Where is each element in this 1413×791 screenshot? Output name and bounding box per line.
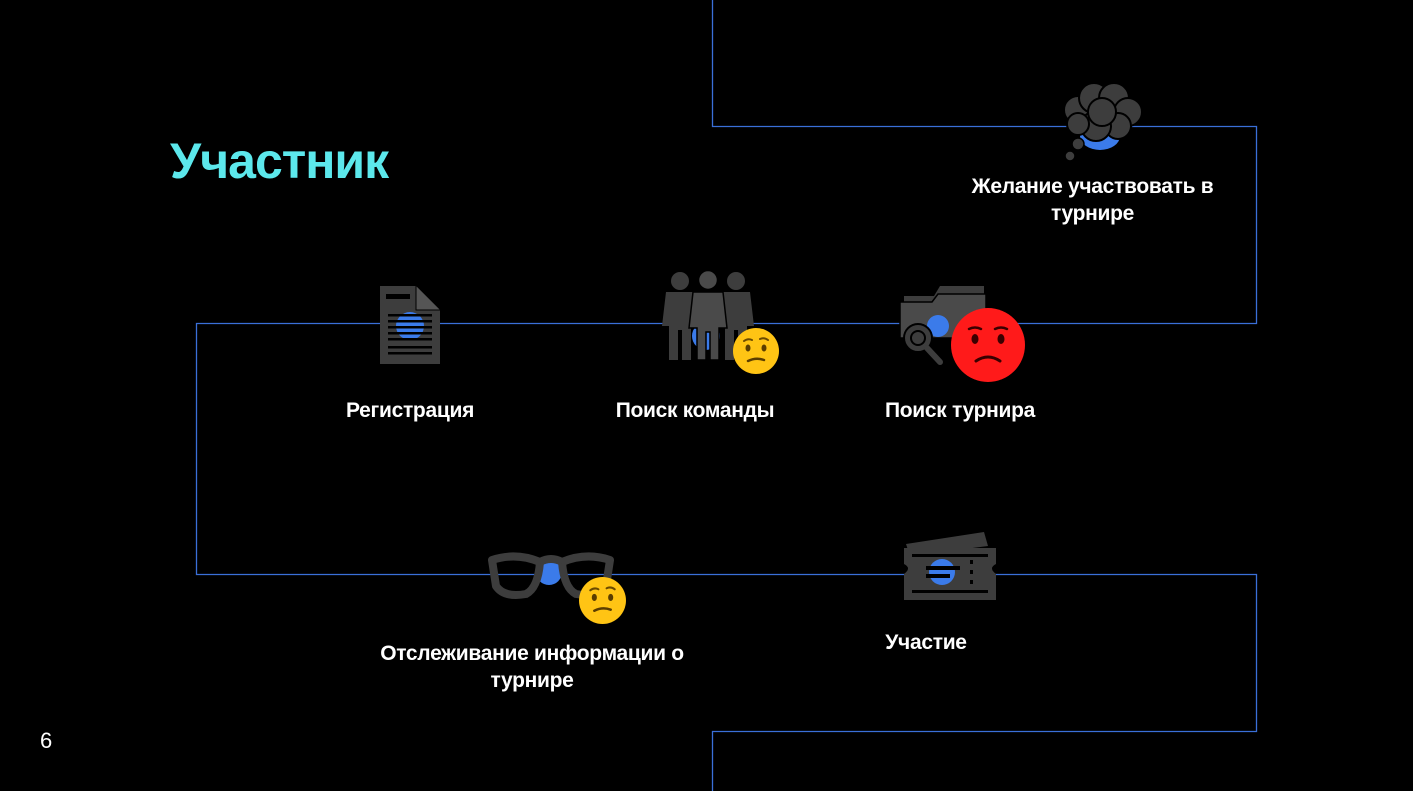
confused-face-emoji [579,577,626,624]
angry-face-emoji [951,308,1025,382]
step-label: Участие [885,631,967,654]
step-label: Поиск турнира [884,399,1036,422]
step-label: Отслеживание информации о турнире [380,642,684,692]
step-label: Регистрация [345,399,475,422]
thought-cloud-icon [1063,82,1143,162]
step-label: Желание участвовать в турнире [971,175,1214,225]
step-label: Поиск команды [615,399,775,422]
ticket-icon [904,532,996,600]
slide-title: Участник [170,133,389,189]
confused-face-emoji [733,328,779,374]
document-icon [380,286,440,364]
page-number: 6 [40,728,53,753]
